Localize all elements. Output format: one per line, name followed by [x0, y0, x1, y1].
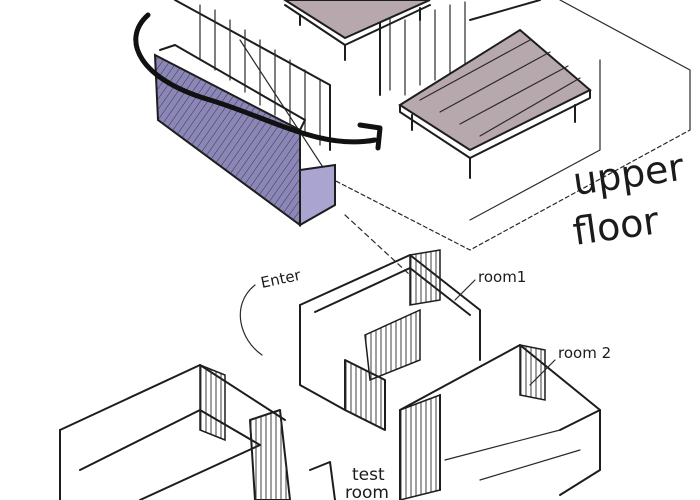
- entrance-area: [59, 363, 291, 500]
- test-room: [309, 461, 336, 500]
- upper-railing-left: [174, 0, 331, 151]
- enter-arrow-icon: [239, 284, 263, 356]
- upper-floor-section: upper floor: [133, 0, 691, 254]
- lower-floor-section: Enter room1 room 2 test room: [59, 249, 611, 500]
- staircase: [153, 44, 336, 227]
- label-enter: Enter: [259, 266, 303, 292]
- label-upper-floor-1: upper: [570, 145, 687, 204]
- label-test-room-2: room: [345, 483, 389, 500]
- room1-walls: [299, 249, 481, 431]
- label-room2: room 2: [558, 344, 611, 362]
- label-room1: room1: [478, 268, 526, 286]
- room2-walls: [399, 344, 601, 500]
- table-upper-1: [283, 0, 431, 61]
- room2-pointer: [529, 359, 556, 386]
- direction-arrow-icon: [133, 12, 383, 151]
- table-upper-2: [398, 28, 592, 179]
- room1-pointer: [454, 279, 476, 301]
- label-upper-floor-2: floor: [570, 198, 662, 254]
- stair-connector-line: [344, 214, 411, 276]
- label-test-room-1: test: [352, 465, 385, 485]
